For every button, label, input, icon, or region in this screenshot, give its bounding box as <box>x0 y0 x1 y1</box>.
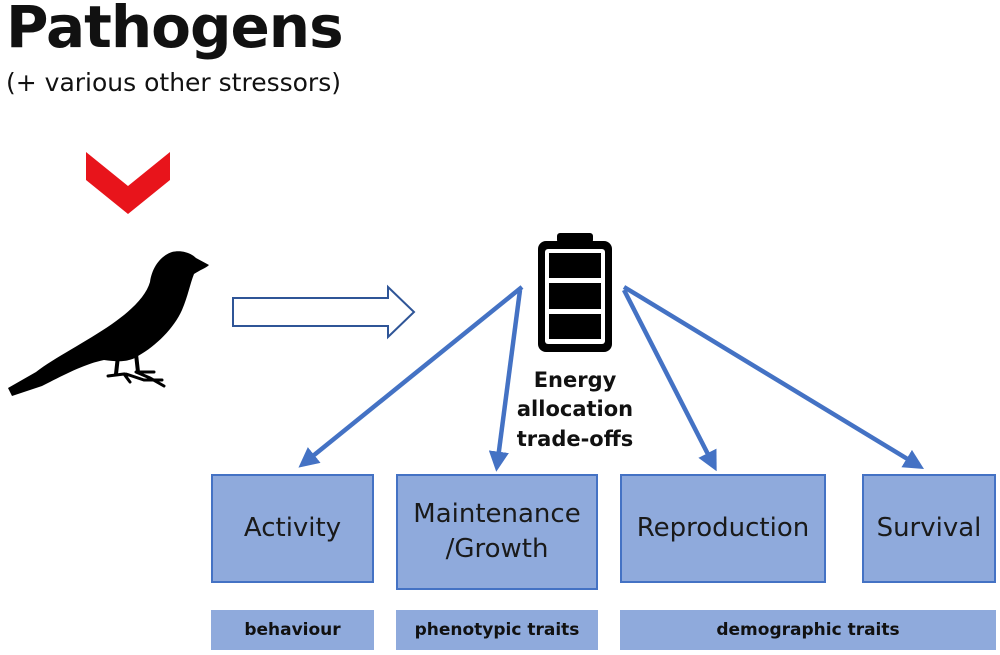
page-title: Pathogens <box>6 0 344 61</box>
allocation-arrows <box>298 285 925 472</box>
page-subtitle: (+ various other stressors) <box>6 68 341 97</box>
arrow-to-survival <box>622 285 925 470</box>
arrow-to-reproduction <box>621 288 717 472</box>
chevron-down-icon <box>86 152 170 214</box>
right-arrow-icon <box>232 284 416 340</box>
box-maintenance-growth: Maintenance /Growth <box>396 474 598 590</box>
battery-icon <box>538 233 612 352</box>
box-reproduction: Reproduction <box>620 474 826 583</box>
tag-demographic-traits: demographic traits <box>620 610 996 650</box>
arrow-to-maintenance <box>488 289 523 472</box>
tag-behaviour: behaviour <box>211 610 374 650</box>
arrow-to-activity <box>298 285 524 468</box>
energy-allocation-label: Energy allocation trade-offs <box>516 368 634 451</box>
box-activity: Activity <box>211 474 374 583</box>
bird-silhouette-icon <box>8 251 209 396</box>
tag-phenotypic-traits: phenotypic traits <box>396 610 598 650</box>
box-survival: Survival <box>862 474 996 583</box>
